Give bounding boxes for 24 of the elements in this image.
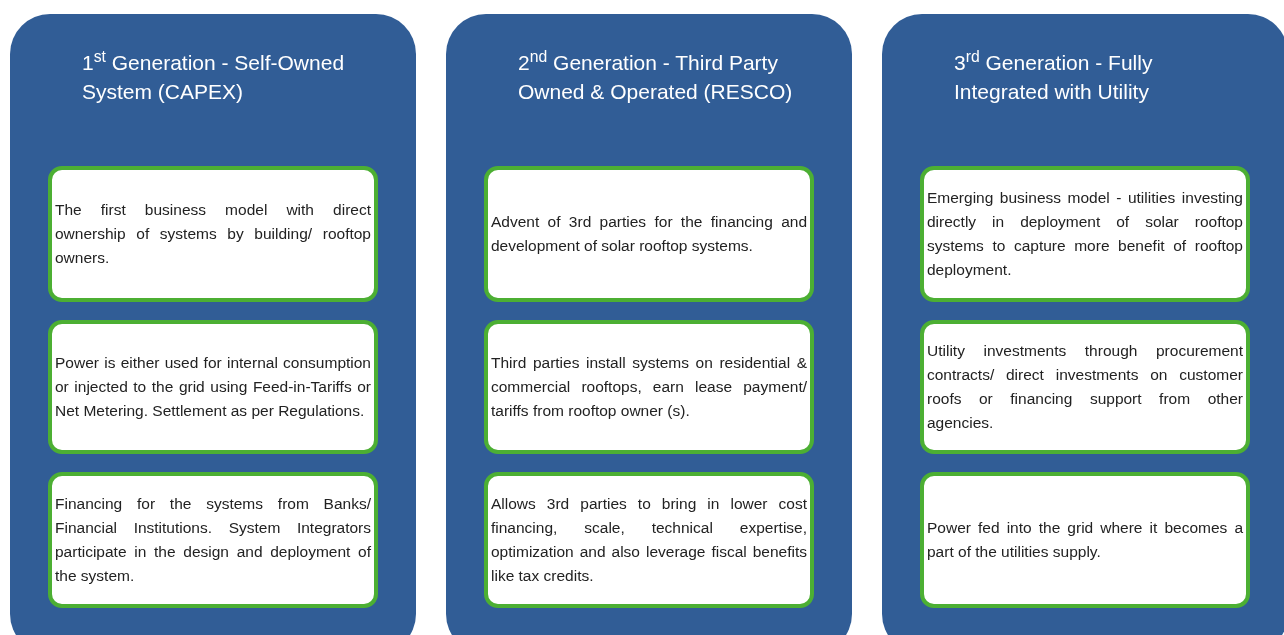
generation-panel [882,14,1284,635]
panel-heading: 2$^{nd}$ Generation - Third Party Owned & Operated (RESCO) [518,48,794,105]
description-text: Emerging business model - utilities investing directly in deployment of solar rooftop systems to capture more benefit of rooftop deployment. [927,188,1243,280]
description-text: Allows 3rd parties to bring in lower cost financing, scale, technical expertise, optimization and also leverage fiscal benefits like tax credits. [491,494,807,586]
description-card [920,320,1250,454]
description-text: Power fed into the grid where it becomes a part of the utilities supply. [927,518,1243,562]
description-card [920,166,1250,302]
description-text: The first business model with direct ownership of systems by building/ rooftop owners. [55,200,371,268]
panel-heading: 1$^{st}$ Generation - Self-Owned System (CAPEX) [82,48,346,105]
description-card [920,472,1250,608]
description-card [484,472,814,608]
description-text: Financing for the systems from Banks/ Financial Institutions. System Integrators participate in the design and deployment of the system. [55,494,371,586]
description-card [48,166,378,302]
description-card [48,472,378,608]
panel-heading: 3$^{rd}$ Generation - Fully Integrated with Utility [954,48,1154,105]
description-text: Utility investments through procurement contracts/ direct investments on customer roofs or financing support from other agencies. [927,341,1243,433]
generation-panel [446,14,852,635]
description-card [48,320,378,454]
description-text: Third parties install systems on residential & commercial rooftops, earn lease payment/ tariffs from rooftop owner (s). [491,353,807,421]
generation-panel [10,14,416,635]
description-card [484,166,814,302]
description-card [484,320,814,454]
description-text: Power is either used for internal consumption or injected to the grid using Feed-in-Tariffs or Net Metering. Settlement as per Regulations. [55,353,371,421]
description-text: Advent of 3rd parties for the financing and development of solar rooftop systems. [491,212,807,256]
